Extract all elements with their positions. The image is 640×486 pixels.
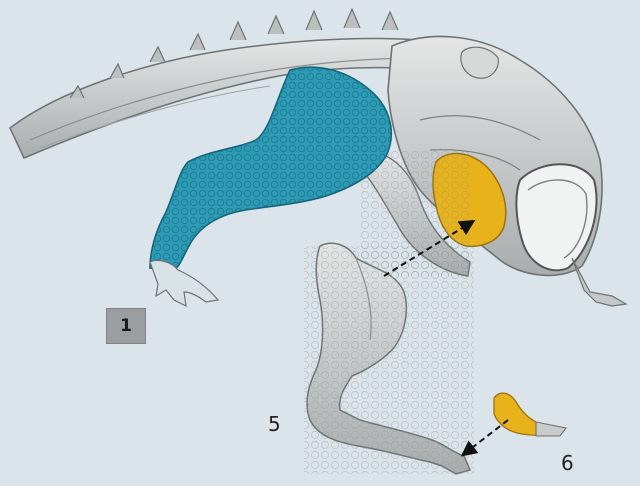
detached-limb-part-5	[304, 243, 474, 474]
part-6-label: 6	[561, 453, 574, 473]
panel-number-label: 1	[120, 316, 132, 336]
panel-number-badge: 1	[106, 308, 146, 344]
part-5-label: 5	[268, 414, 281, 434]
